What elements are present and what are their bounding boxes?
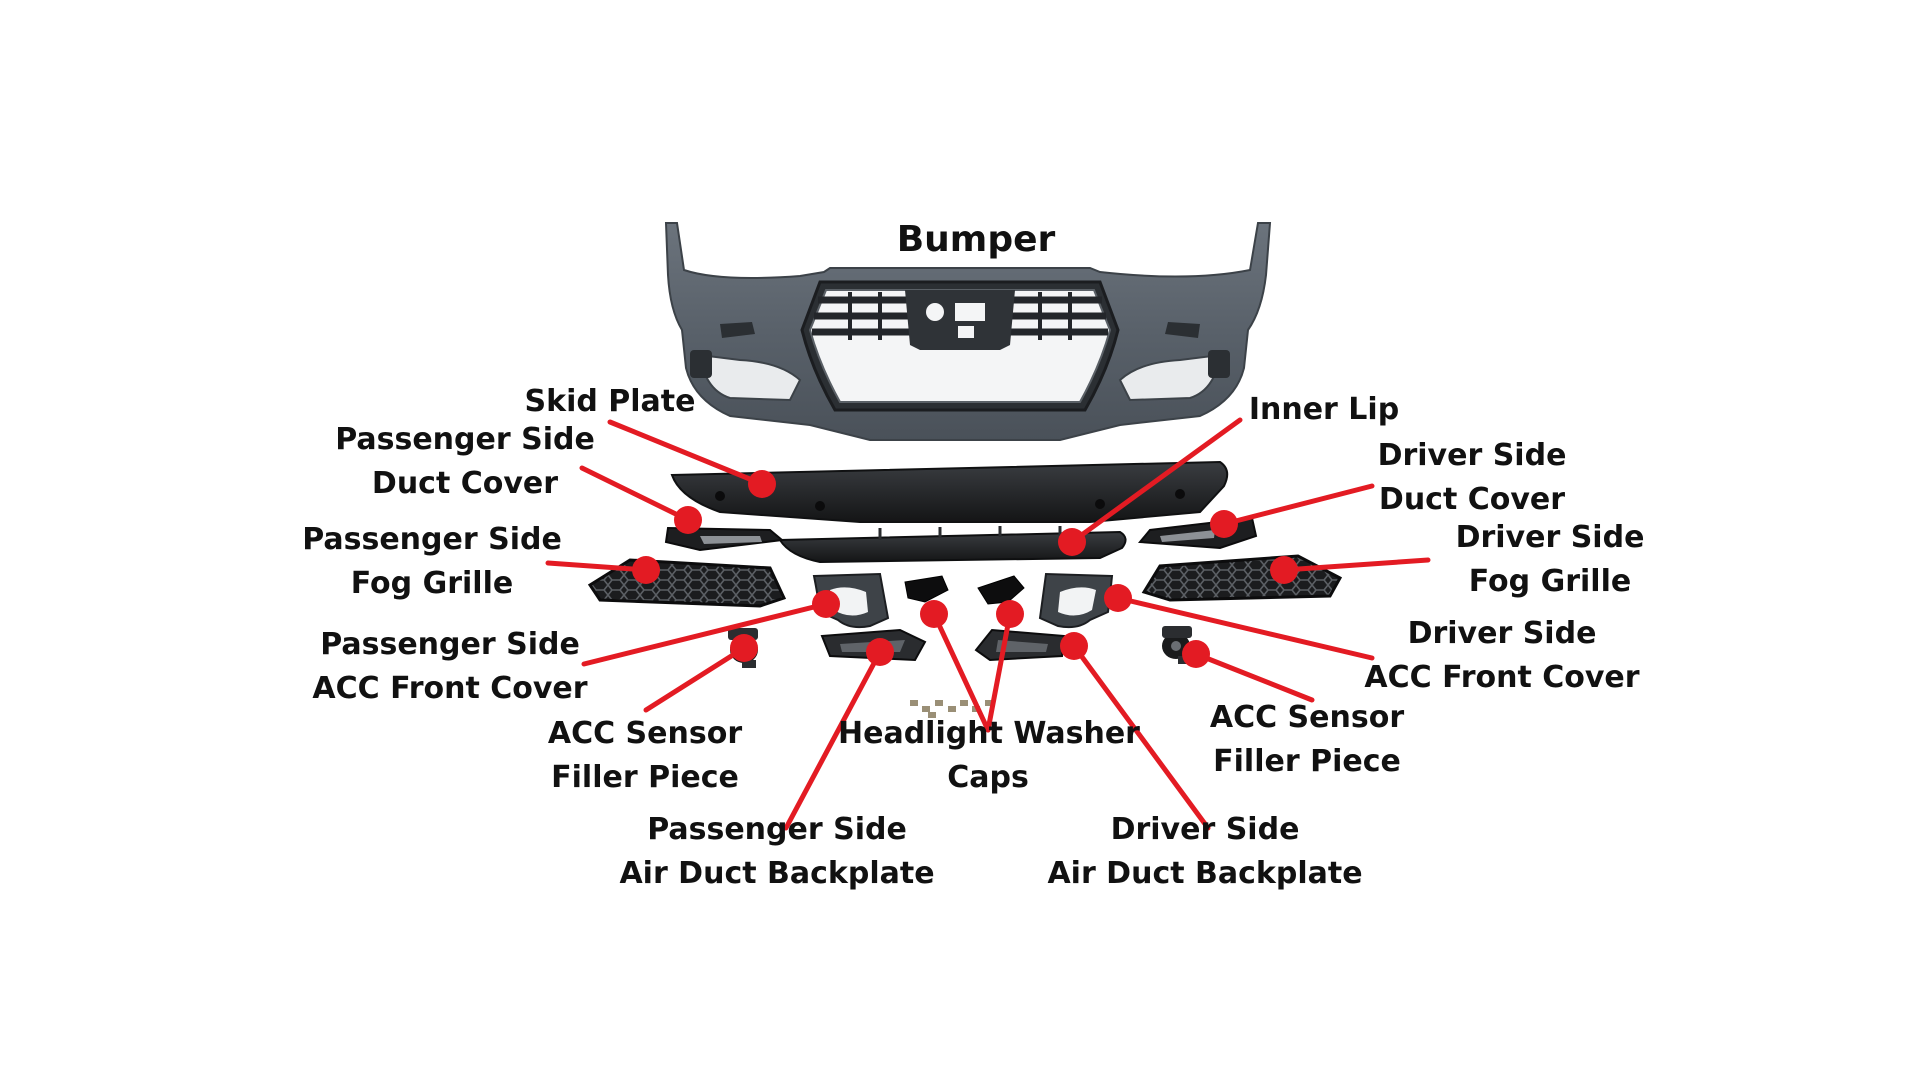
callout-line-passenger-acc-front: [581, 601, 829, 667]
label-driver-fog-grille: Driver Side Fog Grille: [1455, 520, 1645, 599]
title-bumper: Bumper: [896, 219, 1056, 260]
driver-fog-grille-part: [1141, 554, 1343, 602]
callout-line-passenger-acc-filler: [643, 645, 747, 713]
callout-dot-driver-acc-filler: [1182, 640, 1210, 668]
label-passenger-fog-grille: Passenger Side Fog Grille: [302, 522, 562, 601]
washer-cap-left-part: [904, 575, 949, 603]
callout-dot-driver-acc-front: [1104, 584, 1132, 612]
callout-line-driver-backplate: [1071, 643, 1211, 831]
callout-dot-driver-duct: [1210, 510, 1238, 538]
label-passenger-duct-cover: Passenger Side Duct Cover: [335, 422, 595, 501]
callout-line-driver-acc-front: [1115, 595, 1375, 661]
label-driver-duct-cover: Driver Side Duct Cover: [1377, 438, 1567, 517]
label-driver-air-duct-backplate: Driver Side Air Duct Backplate: [1047, 812, 1363, 891]
callout-line-passenger-duct: [579, 465, 691, 523]
bumper-part: [664, 222, 1272, 441]
label-passenger-air-duct-backplate: Passenger Side Air Duct Backplate: [619, 812, 935, 891]
label-headlight-washer-caps: Headlight Washer Caps: [838, 716, 1140, 795]
label-passenger-acc-front-cover: Passenger Side ACC Front Cover: [312, 627, 588, 706]
callout-dot-passenger-backplate: [866, 638, 894, 666]
label-driver-acc-front-cover: Driver Side ACC Front Cover: [1364, 616, 1640, 695]
callout-dot-passenger-fog: [632, 556, 660, 584]
callout-line-driver-fog: [1281, 557, 1431, 573]
callout-line-washer-left: [931, 611, 991, 733]
callout-dot-driver-backplate: [1060, 632, 1088, 660]
callout-dot-inner-lip: [1058, 528, 1086, 556]
callout-line-driver-duct: [1221, 483, 1375, 527]
callout-dot-driver-fog: [1270, 556, 1298, 584]
skid-plate-part: [670, 460, 1229, 523]
callout-line-passenger-fog: [545, 560, 649, 573]
callout-dot-passenger-acc-filler: [730, 634, 758, 662]
callout-dot-skid-plate: [748, 470, 776, 498]
label-skid-plate: Skid Plate: [524, 384, 696, 419]
callout-line-passenger-backplate: [783, 649, 883, 831]
label-inner-lip: Inner Lip: [1248, 392, 1400, 427]
callout-dot-passenger-acc-front: [812, 590, 840, 618]
callout-line-washer-right: [985, 611, 1013, 733]
label-driver-acc-filler: ACC Sensor Filler Piece: [1209, 700, 1405, 779]
label-passenger-acc-filler: ACC Sensor Filler Piece: [547, 716, 743, 795]
callout-line-skid-plate: [607, 419, 765, 487]
callout-dot-washer-right: [996, 600, 1024, 628]
washer-cap-right-part: [977, 575, 1025, 605]
callout-dot-washer-left: [920, 600, 948, 628]
callout-line-driver-acc-filler: [1193, 651, 1315, 703]
inner-lip-part: [778, 530, 1127, 564]
callout-dot-passenger-duct: [674, 506, 702, 534]
callout-line-inner-lip: [1069, 417, 1243, 545]
